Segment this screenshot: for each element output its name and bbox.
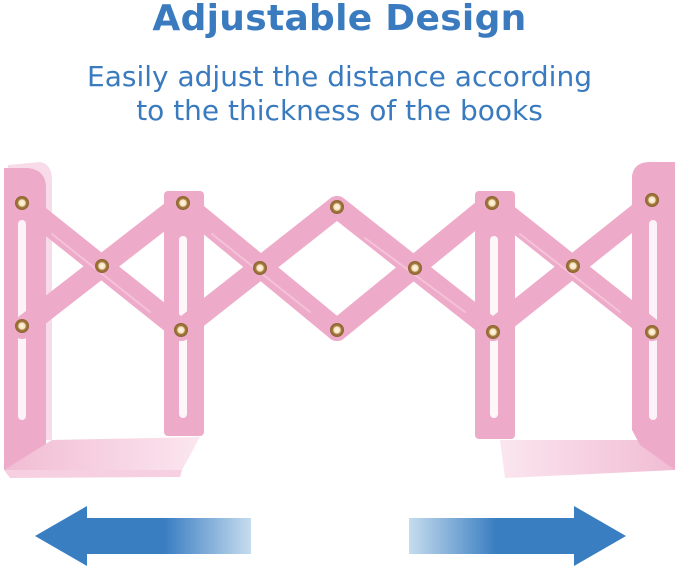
subtitle: Easily adjust the distance according to …: [0, 60, 679, 128]
scissor-arms: [11, 192, 663, 341]
subtitle-line-2: to the thickness of the books: [136, 94, 543, 127]
left-arrow-icon: [35, 506, 251, 566]
subtitle-line-1: Easily adjust the distance according: [87, 60, 592, 93]
right-arrow-icon: [409, 506, 626, 566]
pivot-pins: [15, 193, 659, 339]
expandable-bookend-image: [4, 162, 675, 478]
page-title: Adjustable Design: [152, 0, 527, 39]
right-bookend: [500, 162, 675, 478]
direction-arrows: [35, 506, 626, 566]
